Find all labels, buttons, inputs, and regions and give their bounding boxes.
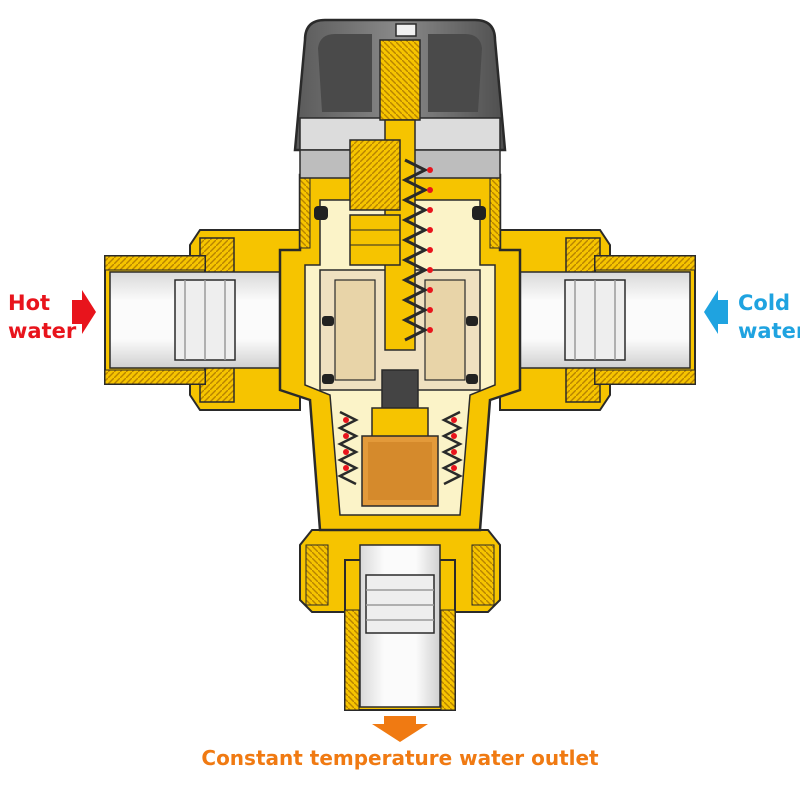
outlet-label: Constant temperature water outlet (201, 746, 599, 770)
hot-inlet-fitting (104, 229, 301, 411)
upper-spring (401, 158, 433, 342)
cold-inlet-fitting (499, 229, 696, 411)
thermostatic-element (361, 369, 439, 507)
lower-spring (337, 410, 463, 486)
spindle (349, 119, 416, 351)
outlet-fitting (299, 529, 501, 711)
arrow-left-icon (704, 290, 728, 334)
cold-water-label-line1: Cold (738, 291, 790, 315)
cold-water-label-line2: water (738, 319, 800, 343)
hot-water-label-line1: Hot (8, 291, 50, 315)
hot-water-label-line2: water (8, 319, 77, 343)
arrow-down-icon (372, 716, 428, 742)
arrow-right-icon (72, 290, 96, 334)
